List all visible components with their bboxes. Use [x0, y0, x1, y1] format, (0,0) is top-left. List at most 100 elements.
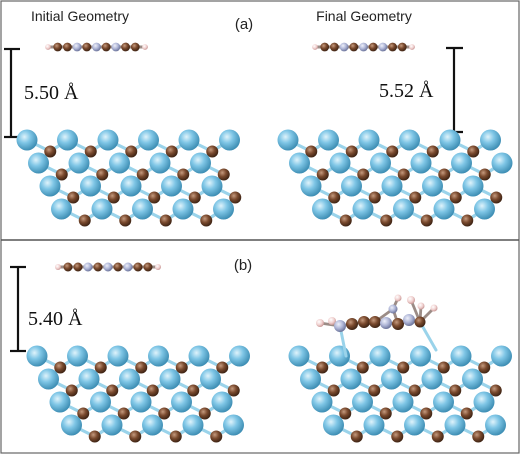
nitrogen-atom — [359, 42, 368, 52]
metal-atom — [78, 368, 100, 390]
hydrogen-atom — [45, 44, 51, 50]
carbon-atom — [420, 214, 433, 227]
metal-atom — [311, 391, 333, 413]
nitrogen-atom — [111, 42, 121, 52]
carbon-atom — [346, 318, 358, 330]
carbon-atom — [143, 262, 153, 272]
metal-atom — [51, 198, 72, 220]
carbon-atom — [316, 168, 329, 181]
metal-atom — [49, 391, 71, 413]
metal-atom — [190, 152, 211, 174]
metal-atom — [38, 368, 59, 390]
carbon-atom — [94, 361, 107, 374]
metal-atom — [120, 175, 142, 197]
final-geometry-title: Final Geometry — [316, 8, 412, 24]
carbon-atom — [316, 361, 329, 374]
metal-atom — [138, 129, 159, 151]
carbon-atom — [206, 145, 219, 158]
metal-atom — [178, 129, 200, 151]
metal-atom — [410, 345, 431, 367]
carbon-atom — [67, 191, 80, 204]
nitrogen-atom — [123, 262, 133, 272]
metal-atom — [323, 414, 344, 436]
carbon-atom — [358, 316, 370, 328]
metal-atom — [91, 198, 113, 220]
carbon-atom — [380, 214, 393, 227]
carbon-atom — [328, 191, 341, 204]
metal-atom — [381, 175, 403, 197]
metal-atom — [300, 175, 322, 197]
metal-atom — [433, 391, 454, 413]
hydrogen-atom — [328, 317, 336, 325]
metal-atom — [399, 129, 420, 151]
carbon-atom — [339, 407, 352, 420]
carbon-atom — [397, 361, 410, 374]
metal-atom — [485, 414, 506, 436]
carbon-atom — [478, 361, 491, 374]
carbon-atom — [460, 407, 473, 420]
metal-atom — [369, 345, 391, 367]
distance-bracket-a-final — [446, 46, 463, 134]
metal-atom — [474, 198, 495, 220]
metal-atom — [130, 391, 152, 413]
carbon-atom — [169, 430, 182, 443]
carbon-atom — [106, 384, 119, 397]
metal-atom — [213, 198, 234, 220]
carbon-atom — [125, 145, 138, 158]
carbon-atom — [77, 407, 90, 420]
carbon-atom — [129, 430, 142, 443]
metal-atom — [433, 198, 455, 220]
molecule-b-initial — [55, 262, 161, 272]
carbon-atom — [148, 191, 161, 204]
metal-atom — [26, 345, 48, 367]
carbon-atom — [82, 42, 92, 52]
hydrogen-atom — [155, 264, 161, 270]
carbon-atom — [467, 145, 480, 158]
metal-atom — [61, 414, 82, 436]
carbon-atom — [93, 262, 103, 272]
hydrogen-atom — [407, 296, 415, 304]
carbon-atom — [88, 430, 101, 443]
carbon-atom — [96, 168, 109, 181]
carbon-atom — [489, 384, 502, 397]
metal-atom — [410, 152, 432, 174]
surface-slab-a-final — [277, 129, 513, 227]
carbon-atom — [409, 191, 422, 204]
metal-atom — [450, 345, 472, 367]
metal-atom — [57, 129, 78, 151]
molecule-b-final — [316, 294, 438, 358]
nitrogen-atom — [334, 320, 346, 332]
metal-atom — [182, 414, 204, 436]
distance-bracket-b-initial — [10, 265, 26, 353]
carbon-atom — [350, 430, 363, 443]
nitrogen-atom — [83, 262, 93, 272]
carbon-atom — [55, 168, 68, 181]
carbon-atom — [386, 145, 399, 158]
metal-atom — [172, 198, 194, 220]
carbon-atom — [414, 316, 426, 328]
carbon-atom — [461, 214, 474, 227]
carbon-atom — [437, 361, 450, 374]
carbon-atom — [210, 430, 223, 443]
metal-atom — [404, 414, 425, 436]
carbon-atom — [119, 214, 132, 227]
carbon-atom — [357, 168, 370, 181]
carbon-atom — [84, 145, 97, 158]
metal-atom — [68, 152, 90, 174]
carbon-atom — [175, 361, 188, 374]
carbon-atom — [397, 168, 410, 181]
hydrogen-atom — [55, 264, 61, 270]
carbon-atom — [369, 316, 381, 328]
carbon-atom — [65, 384, 78, 397]
carbon-atom — [101, 42, 111, 52]
metal-atom — [358, 129, 380, 151]
hydrogen-atom — [316, 319, 324, 327]
carbon-atom — [113, 262, 123, 272]
carbon-atom — [339, 214, 352, 227]
carbon-atom — [388, 42, 397, 52]
carbon-atom — [426, 145, 439, 158]
hydrogen-atom — [430, 304, 438, 312]
carbon-atom — [392, 318, 404, 330]
metal-atom — [421, 368, 443, 390]
